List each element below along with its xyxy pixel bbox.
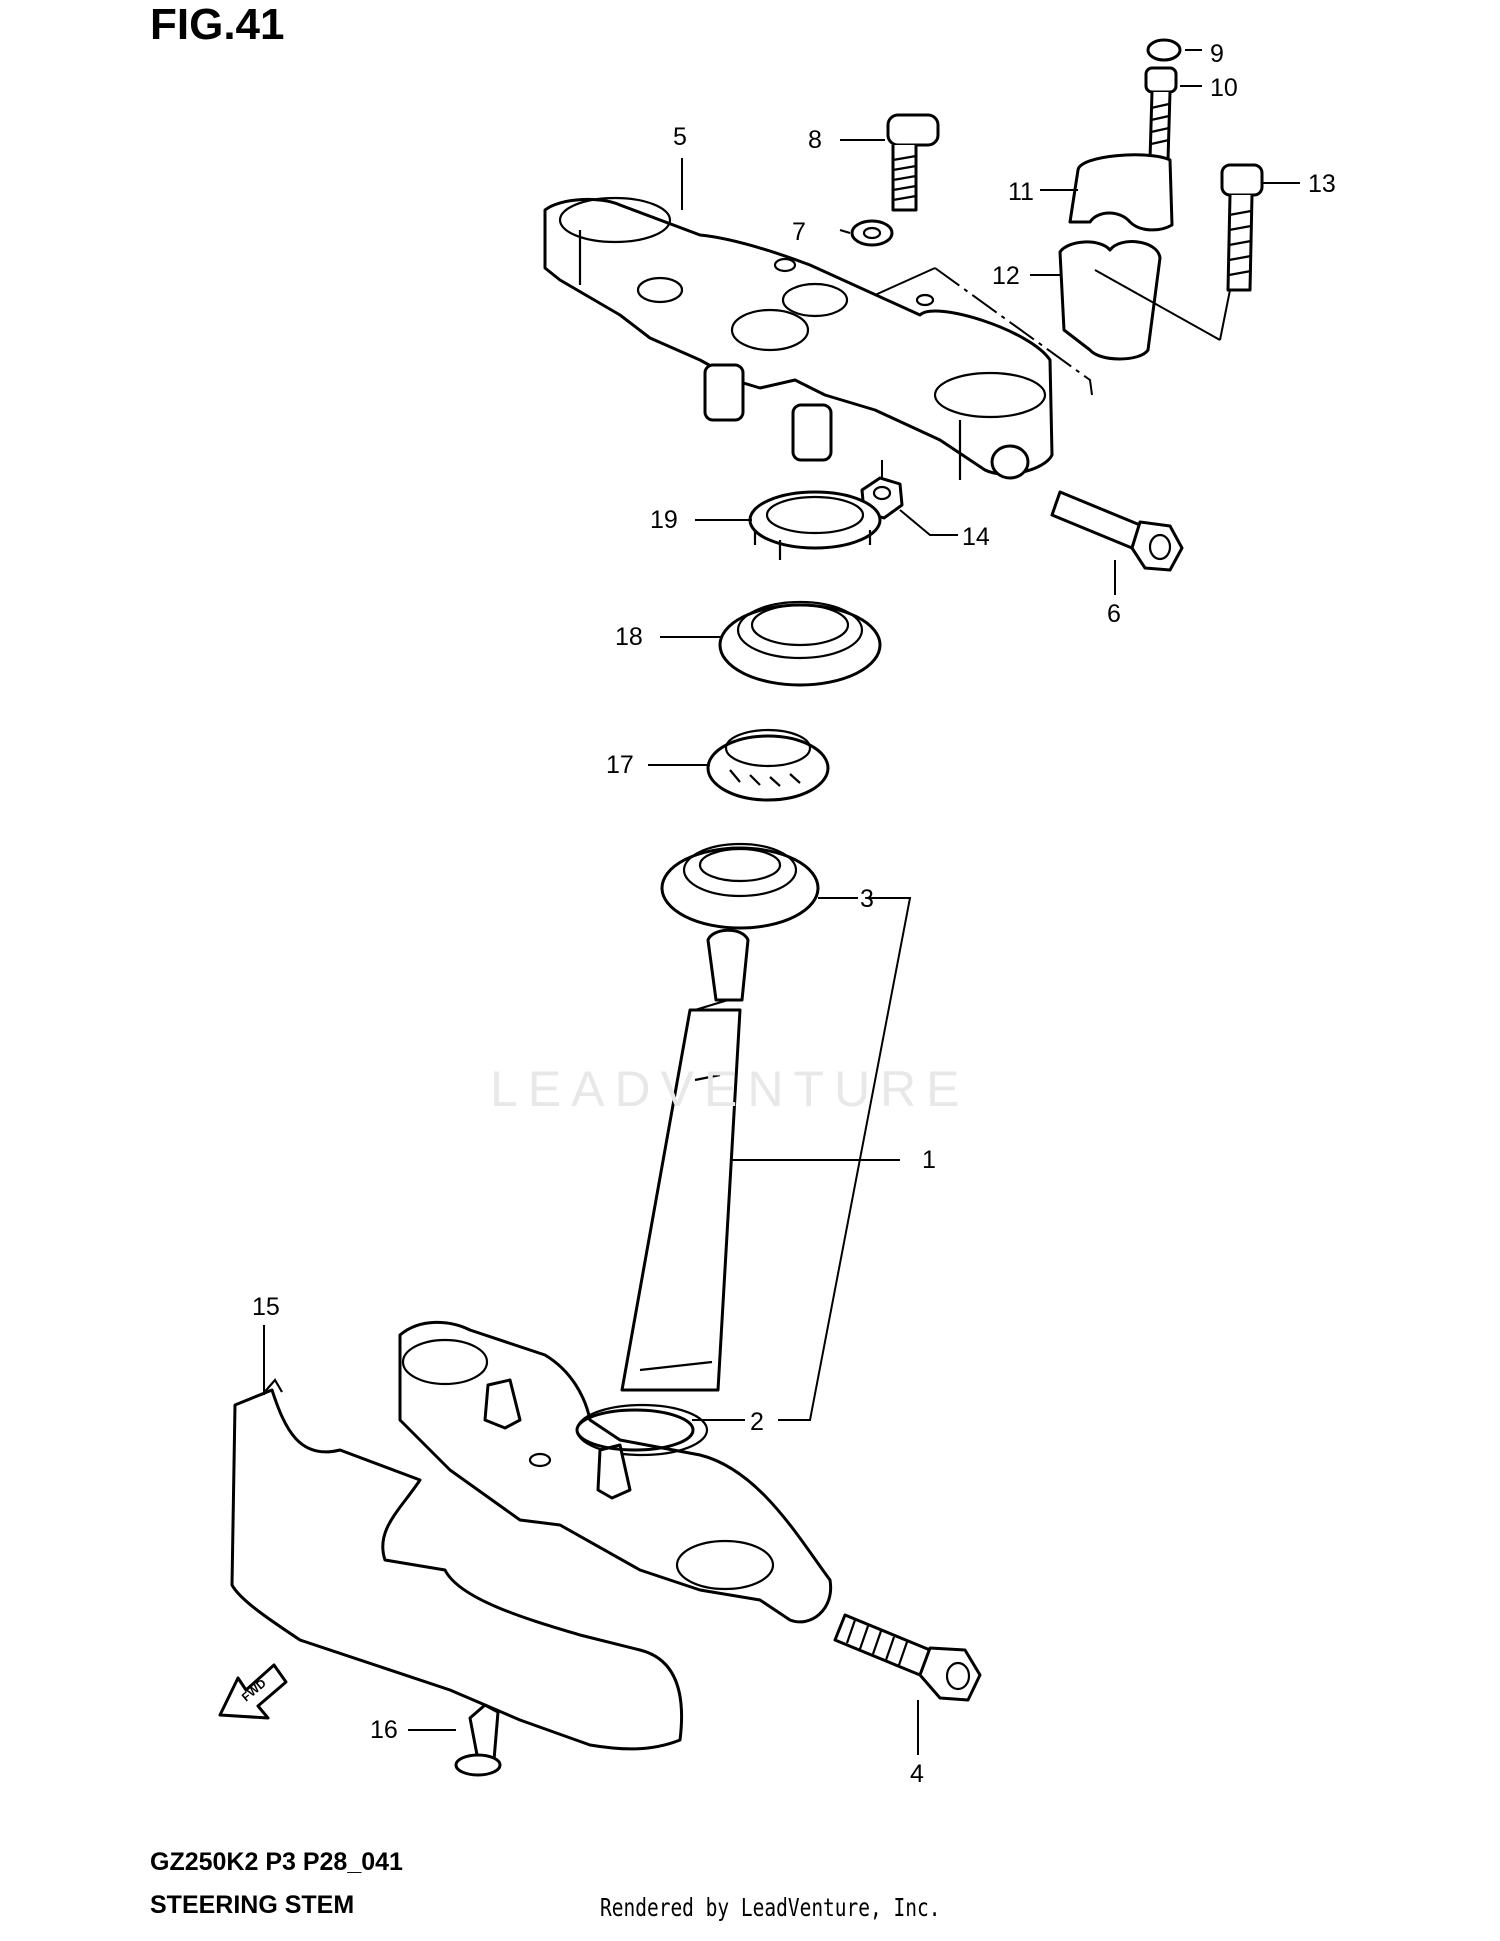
callout-16: 16	[370, 1716, 398, 1744]
watermark: LEADVENTURE	[490, 1061, 970, 1117]
holder-bolt[interactable]	[1144, 66, 1178, 162]
callout-1: 1	[922, 1146, 936, 1174]
handlebar-holder-lower[interactable]	[1058, 240, 1162, 361]
callout-labels: 5 8 7 9 10 11 12 13 14 6 19 18 17 3 1 2 …	[252, 40, 1336, 1788]
rendered-by: Rendered by LeadVenture, Inc.	[600, 1893, 941, 1922]
handlebar-holder-upper[interactable]	[1068, 153, 1174, 232]
model-code: GZ250K2 P3 P28_041	[150, 1848, 403, 1876]
callout-14: 14	[962, 523, 990, 551]
lower-bearing[interactable]	[575, 1408, 695, 1452]
steering-stem[interactable]	[620, 928, 750, 1392]
callout-9: 9	[1210, 40, 1224, 68]
stem-head-bolt[interactable]	[886, 113, 940, 212]
callout-15: 15	[252, 1293, 280, 1321]
upper-bracket[interactable]	[543, 196, 1054, 480]
bearing[interactable]	[706, 728, 830, 802]
holder-mount-bolt[interactable]	[1220, 163, 1264, 292]
callout-7: 7	[792, 218, 806, 246]
callout-5: 5	[673, 123, 687, 151]
callout-4: 4	[910, 1760, 924, 1788]
dust-seal[interactable]	[718, 600, 882, 687]
callout-19: 19	[650, 506, 678, 534]
cap[interactable]	[1146, 38, 1182, 62]
callout-11: 11	[1008, 178, 1034, 206]
callout-13: 13	[1308, 170, 1336, 198]
callout-8: 8	[808, 126, 822, 154]
callout-6: 6	[1107, 600, 1121, 628]
callout-2: 2	[750, 1408, 764, 1436]
guide-screw[interactable]	[454, 1703, 502, 1777]
stem-nut[interactable]	[748, 490, 882, 560]
callout-17: 17	[606, 751, 634, 779]
callout-10: 10	[1210, 74, 1238, 102]
leader-lines	[263, 49, 1300, 1755]
callout-3: 3	[860, 885, 874, 913]
fwd-arrow-icon: FWD	[218, 1663, 288, 1720]
lower-clamp-bolt[interactable]	[833, 1613, 982, 1702]
lower-bracket[interactable]	[398, 1320, 833, 1624]
figure-title: FIG.41	[150, 0, 285, 49]
callout-18: 18	[615, 623, 643, 651]
upper-bearing[interactable]	[660, 842, 820, 930]
washer[interactable]	[850, 219, 894, 247]
upper-clamp-bolt[interactable]	[1050, 490, 1184, 572]
callout-12: 12	[992, 262, 1020, 290]
brake-hose-guide[interactable]	[230, 1378, 684, 1751]
figure-caption: STEERING STEM	[150, 1891, 355, 1919]
